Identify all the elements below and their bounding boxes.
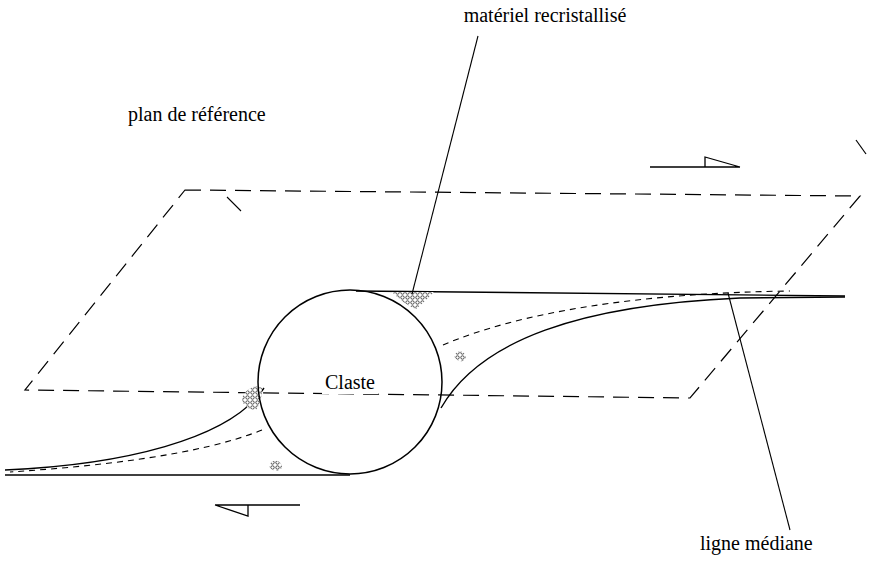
tick-mark xyxy=(856,140,866,154)
annotation-label: ligne médiane xyxy=(700,532,813,555)
leader-line xyxy=(728,293,790,530)
leader-line xyxy=(227,197,241,211)
shear-arrow xyxy=(650,157,740,167)
annotation-label: matériel recristallisé xyxy=(464,4,627,27)
reference-plane xyxy=(25,190,860,398)
median-line xyxy=(10,430,262,472)
clast-label: Claste xyxy=(322,371,378,394)
clast-circle: Claste xyxy=(256,288,444,476)
recrystallized-grains xyxy=(269,461,282,471)
leader-line xyxy=(412,36,478,294)
tail-boundary xyxy=(441,297,845,408)
tail-boundary xyxy=(5,388,264,470)
median-line xyxy=(443,291,790,345)
shear-arrow xyxy=(215,505,300,516)
recrystallized-grains xyxy=(392,292,434,309)
annotation-label: plan de référence xyxy=(128,103,266,126)
tail-boundary xyxy=(5,474,350,475)
recrystallized-grains xyxy=(454,352,466,362)
